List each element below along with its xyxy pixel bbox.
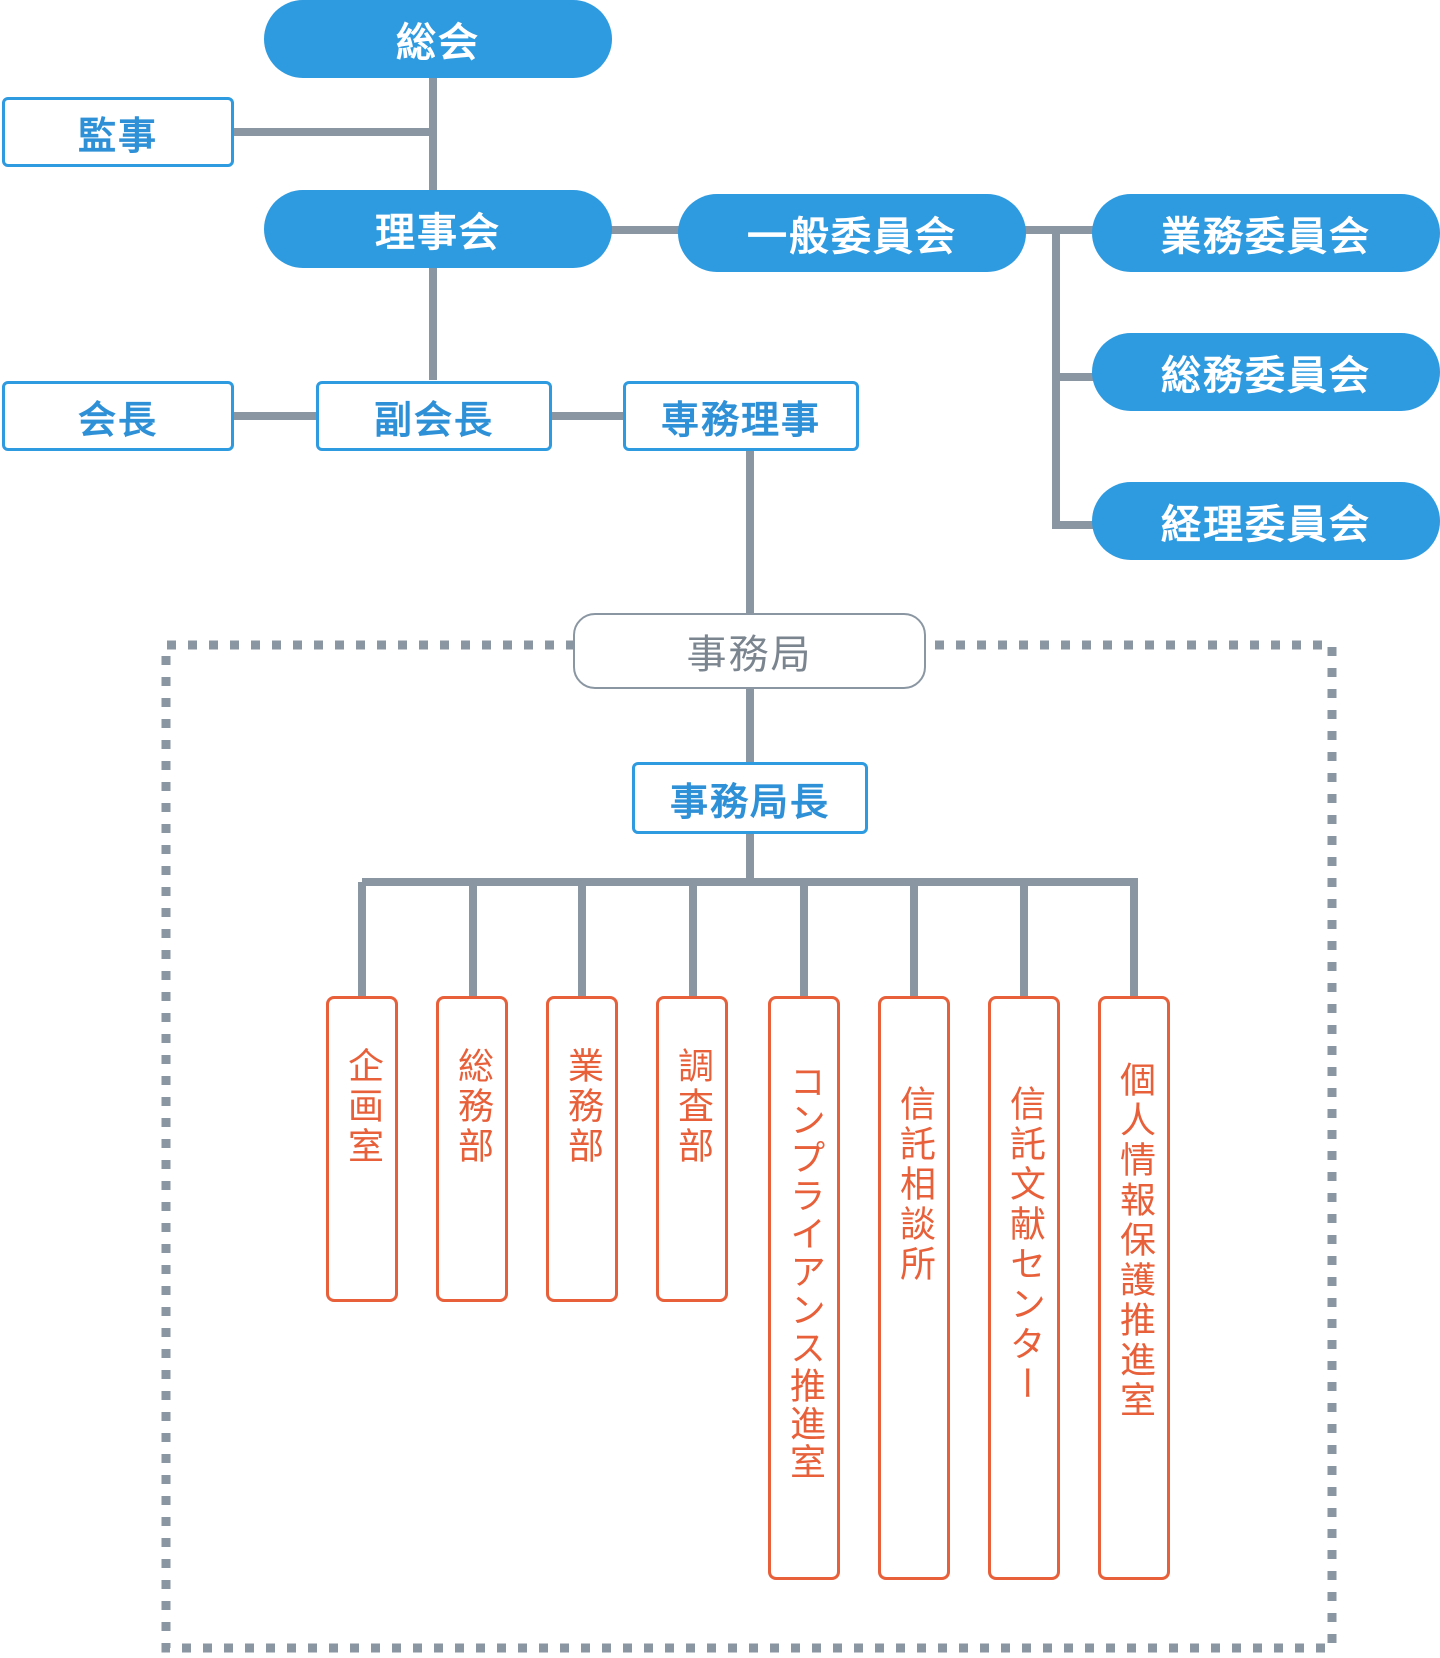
department-compliance: コンプライアンス推進室 xyxy=(768,996,840,1580)
node-rijikai: 理事会 xyxy=(264,190,612,268)
node-fukukaicho: 副会長 xyxy=(316,381,552,451)
department-shintaku-sodanjo: 信託相談所 xyxy=(878,996,950,1580)
department-label: 個人情報保護推進室 xyxy=(1114,1061,1155,1421)
node-jimukyokucho: 事務局長 xyxy=(632,762,868,834)
department-label: 調査部 xyxy=(672,1047,713,1167)
connector-group xyxy=(232,76,1138,998)
department-kikakushitsu: 企画室 xyxy=(326,996,398,1302)
department-chosabu: 調査部 xyxy=(656,996,728,1302)
department-somubu: 総務部 xyxy=(436,996,508,1302)
node-kaicho: 会長 xyxy=(2,381,234,451)
node-jimukyoku: 事務局 xyxy=(573,613,926,689)
department-label: コンプライアンス推進室 xyxy=(784,1063,825,1481)
node-senmu-riji: 専務理事 xyxy=(623,381,859,451)
connector-committee-trunk xyxy=(1052,230,1094,529)
department-label: 業務部 xyxy=(562,1047,603,1167)
department-label: 信託文献センター xyxy=(1004,1085,1045,1405)
department-gyomubu: 業務部 xyxy=(546,996,618,1302)
node-gyomu-iinkai: 業務委員会 xyxy=(1092,194,1440,272)
department-kojinjoho: 個人情報保護推進室 xyxy=(1098,996,1170,1580)
department-label: 信託相談所 xyxy=(894,1085,935,1285)
node-ippan-iinkai: 一般委員会 xyxy=(678,194,1026,272)
department-shintaku-bunken: 信託文献センター xyxy=(988,996,1060,1580)
node-soukai: 総会 xyxy=(264,0,612,78)
node-keiri-iinkai: 経理委員会 xyxy=(1092,482,1440,560)
department-label: 総務部 xyxy=(452,1047,493,1167)
node-kanji: 監事 xyxy=(2,97,234,167)
department-label: 企画室 xyxy=(342,1047,383,1167)
node-somu-iinkai: 総務委員会 xyxy=(1092,333,1440,411)
secretariat-frame xyxy=(161,640,1337,1653)
